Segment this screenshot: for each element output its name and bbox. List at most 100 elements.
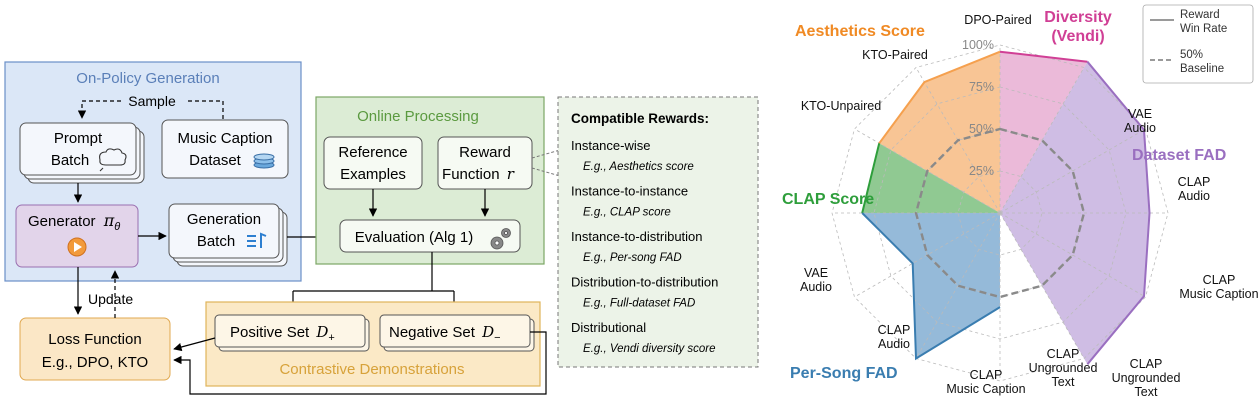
radar-chart: 25%50%75%100%DPO-PairedVAEAudioCLAPAudio…: [782, 4, 1259, 399]
svg-text:Negative Set D−: Negative Set D−: [389, 323, 501, 344]
compatible-rewards-title: Compatible Rewards:: [571, 111, 709, 126]
positive-symbol: D: [315, 323, 328, 341]
baseline-ring: [914, 127, 1086, 299]
loss-line2: E.g., DPO, KTO: [42, 354, 148, 371]
pipeline-diagram: On-Policy Generation Sample Prompt Batch…: [4, 61, 759, 395]
axis-label-6-1: Ungrounded: [1112, 371, 1181, 385]
svg-text:Function r: Function r: [442, 165, 515, 183]
reward-example-0: E.g., Aesthetics score: [583, 161, 694, 173]
positive-sub: +: [328, 332, 334, 344]
reference-line1: Reference: [338, 144, 407, 161]
positive-set-box: Positive Set D+: [214, 314, 370, 352]
axis-label-3-1: Audio: [1178, 189, 1210, 203]
contrastive-title: Contrastive Demonstrations: [279, 361, 464, 378]
svg-text:Generator πθ: Generator πθ: [28, 211, 120, 233]
dataset-line2: Dataset: [189, 152, 242, 169]
on-policy-title: On-Policy Generation: [76, 70, 219, 87]
reward-line2: Function: [442, 166, 500, 183]
loss-function-box: Loss Function E.g., DPO, KTO: [19, 317, 171, 381]
generator-label: Generator: [28, 213, 96, 230]
negative-sub: −: [494, 332, 500, 344]
gears-icon: [490, 228, 511, 250]
series-area-1: [1000, 51, 1088, 214]
online-processing-title: Online Processing: [357, 108, 479, 125]
negative-symbol: D: [481, 323, 494, 341]
svg-text:Positive Set D+: Positive Set D+: [230, 323, 335, 344]
negative-set-box: Negative Set D−: [379, 314, 535, 352]
prompt-batch-line1: Prompt: [54, 130, 103, 147]
spoke-1: [999, 67, 1085, 214]
reward-line1: Reward: [459, 144, 511, 161]
series-area-4: [862, 213, 1000, 359]
reward-type-3: Distribution-to-distribution: [571, 275, 718, 290]
axis-label-7-0: CLAP: [970, 368, 1003, 382]
axis-label-6-0: CLAP: [1130, 357, 1163, 371]
series-line-1: [999, 50, 1088, 63]
tick-label-0: 25%: [969, 164, 994, 178]
axis-label-5-2: Text: [1052, 375, 1075, 389]
legend-label-0-0: Reward: [1180, 9, 1220, 21]
series-line-4: [861, 212, 1001, 361]
reward-type-0: Instance-wise: [571, 138, 650, 153]
axis-label-6-2: Text: [1135, 385, 1158, 399]
reward-example-3: E.g., Full-dataset FAD: [583, 298, 695, 310]
generation-batch-box: Generation Batch: [168, 203, 288, 267]
music-caption-dataset-box: Music Caption Dataset: [161, 119, 289, 179]
axis-label-4-1: Music Caption: [1179, 287, 1258, 301]
region-label-3: Dataset FAD: [1132, 147, 1226, 164]
reward-example-2: E.g., Per-song FAD: [583, 252, 682, 264]
positive-label: Positive Set: [230, 324, 310, 341]
axis-label-0-0: DPO-Paired: [964, 13, 1031, 27]
axis-label-11-0: KTO-Paired: [862, 48, 928, 62]
evaluation-label: Evaluation (Alg 1): [355, 229, 473, 246]
axis-label-2-0: VAE: [1128, 107, 1152, 121]
prompt-batch-box: Prompt Batch: [19, 122, 145, 184]
reward-function-box: Reward Function r: [437, 136, 533, 190]
tick-label-3: 100%: [962, 38, 994, 52]
legend-label-1-0: 50%: [1180, 49, 1203, 61]
generator-box: Generator πθ: [15, 204, 139, 268]
evaluation-box: Evaluation (Alg 1): [339, 219, 521, 253]
tick-label-2: 75%: [969, 80, 994, 94]
axis-label-8-1: Audio: [878, 337, 910, 351]
sample-label: Sample: [128, 93, 176, 109]
region-label-5: Per-Song FAD: [790, 365, 898, 382]
reward-type-1: Instance-to-instance: [571, 184, 688, 199]
generation-batch-line1: Generation: [187, 211, 261, 228]
region-label-0: Aesthetics Score: [795, 23, 925, 40]
axis-label-10-0: KTO-Unpaired: [801, 99, 881, 113]
dataset-line1: Music Caption: [177, 130, 272, 147]
axis-label-3-0: CLAP: [1178, 175, 1211, 189]
generator-theta: θ: [114, 221, 120, 233]
legend-label-1-1: Baseline: [1180, 63, 1224, 75]
reward-type-2: Instance-to-distribution: [571, 229, 703, 244]
compatible-rewards-panel: [557, 96, 759, 368]
region-label-1: Diversity: [1044, 9, 1112, 26]
generation-batch-line2: Batch: [197, 233, 235, 250]
reference-examples-box: Reference Examples: [323, 136, 423, 190]
music-list-icon: [247, 232, 267, 248]
axis-label-9-1: Audio: [800, 280, 832, 294]
prompt-batch-line2: Batch: [51, 152, 89, 169]
tick-label-1: 50%: [969, 122, 994, 136]
series-line-3: [861, 143, 881, 214]
axis-label-9-0: VAE: [804, 266, 828, 280]
axis-label-5-1: Ungrounded: [1029, 361, 1098, 375]
generator-pi: π: [103, 211, 115, 230]
update-label: Update: [88, 291, 133, 307]
reward-type-4: Distributional: [571, 320, 646, 335]
region-label-2: (Vendi): [1051, 28, 1104, 45]
axis-label-7-1: Music Caption: [946, 382, 1025, 396]
axis-label-5-0: CLAP: [1047, 347, 1080, 361]
axis-label-4-0: CLAP: [1203, 273, 1236, 287]
series-line-2: [1086, 61, 1151, 365]
reward-example-1: E.g., CLAP score: [583, 207, 671, 219]
loss-line1: Loss Function: [48, 331, 141, 348]
spoke-7: [915, 212, 1001, 359]
thought-bubble-icon: [99, 148, 127, 172]
series-area-0: [879, 51, 1000, 214]
region-label-4: CLAP Score: [782, 191, 874, 208]
reference-line2: Examples: [340, 166, 406, 183]
negative-label: Negative Set: [389, 324, 476, 341]
